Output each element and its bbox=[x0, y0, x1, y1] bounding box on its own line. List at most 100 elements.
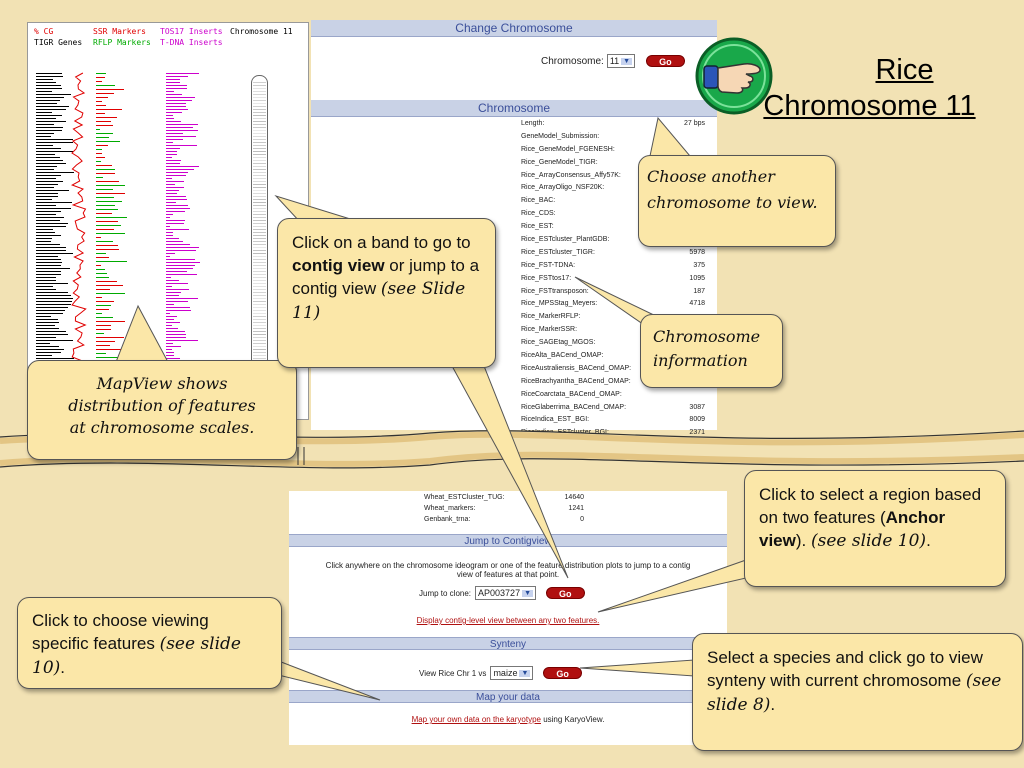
chromosome-band[interactable] bbox=[253, 193, 266, 194]
insert-bar[interactable] bbox=[166, 130, 198, 131]
tigr-gene-bar[interactable] bbox=[36, 184, 58, 185]
insert-bar[interactable] bbox=[166, 250, 197, 251]
insert-bar[interactable] bbox=[166, 325, 172, 326]
marker-bar[interactable] bbox=[96, 197, 114, 198]
chromosome-band[interactable] bbox=[253, 118, 266, 119]
tigr-gene-bar[interactable] bbox=[36, 208, 72, 209]
insert-bar[interactable] bbox=[166, 304, 175, 305]
chromosome-band[interactable] bbox=[253, 130, 266, 131]
insert-bar[interactable] bbox=[166, 175, 187, 176]
chromosome-band[interactable] bbox=[253, 100, 266, 101]
chromosome-band[interactable] bbox=[253, 238, 266, 239]
insert-bar[interactable] bbox=[166, 97, 195, 98]
tigr-gene-bar[interactable] bbox=[36, 355, 53, 356]
tigr-gene-bar[interactable] bbox=[36, 199, 52, 200]
pointing-hand-icon[interactable] bbox=[694, 36, 774, 116]
marker-bar[interactable] bbox=[96, 145, 108, 146]
chromosome-band[interactable] bbox=[253, 109, 266, 110]
chromosome-band[interactable] bbox=[253, 277, 266, 278]
insert-bar[interactable] bbox=[166, 151, 178, 152]
tigr-gene-bar[interactable] bbox=[36, 139, 73, 140]
insert-bar[interactable] bbox=[166, 142, 173, 143]
tigr-gene-bar[interactable] bbox=[36, 175, 61, 176]
chromosome-band[interactable] bbox=[253, 133, 266, 134]
marker-bar[interactable] bbox=[96, 165, 113, 166]
chromosome-band[interactable] bbox=[253, 82, 266, 83]
insert-bar[interactable] bbox=[166, 184, 175, 185]
tigr-gene-bar[interactable] bbox=[36, 304, 71, 305]
chromosome-band[interactable] bbox=[253, 94, 266, 95]
tigr-gene-bar[interactable] bbox=[36, 142, 74, 143]
marker-bar[interactable] bbox=[96, 85, 116, 86]
tigr-gene-bar[interactable] bbox=[36, 79, 53, 80]
insert-bar[interactable] bbox=[166, 280, 180, 281]
marker-bar[interactable] bbox=[96, 325, 112, 326]
insert-bar[interactable] bbox=[166, 172, 189, 173]
tigr-gene-bar[interactable] bbox=[36, 292, 69, 293]
tigr-gene-bar[interactable] bbox=[36, 253, 73, 254]
chromosome-band[interactable] bbox=[253, 154, 266, 155]
insert-bar[interactable] bbox=[166, 199, 188, 200]
tigr-gene-bar[interactable] bbox=[36, 244, 60, 245]
marker-bar[interactable] bbox=[96, 305, 112, 306]
chromosome-band[interactable] bbox=[253, 166, 266, 167]
marker-bar[interactable] bbox=[96, 125, 114, 126]
chromosome-band[interactable] bbox=[253, 97, 266, 98]
chromosome-band[interactable] bbox=[253, 328, 266, 329]
chromosome-band[interactable] bbox=[253, 265, 266, 266]
tigr-gene-bar[interactable] bbox=[36, 94, 72, 95]
chromosome-band[interactable] bbox=[253, 349, 266, 350]
insert-bar[interactable] bbox=[166, 103, 186, 104]
tigr-gene-bar[interactable] bbox=[36, 295, 71, 296]
insert-bar[interactable] bbox=[166, 307, 191, 308]
chromosome-band[interactable] bbox=[253, 85, 266, 86]
insert-bar[interactable] bbox=[166, 289, 189, 290]
insert-bar[interactable] bbox=[166, 349, 173, 350]
insert-bar[interactable] bbox=[166, 223, 184, 224]
tigr-gene-bar[interactable] bbox=[36, 172, 74, 173]
insert-bar[interactable] bbox=[166, 241, 183, 242]
tigr-gene-bar[interactable] bbox=[36, 337, 57, 338]
insert-bar[interactable] bbox=[166, 274, 198, 275]
chromosome-band[interactable] bbox=[253, 229, 266, 230]
tigr-gene-bar[interactable] bbox=[36, 313, 64, 314]
chromosome-band[interactable] bbox=[253, 187, 266, 188]
chromosome-band[interactable] bbox=[253, 337, 266, 338]
marker-bar[interactable] bbox=[96, 337, 124, 338]
insert-bar[interactable] bbox=[166, 208, 190, 209]
marker-bar[interactable] bbox=[96, 253, 106, 254]
chromosome-band[interactable] bbox=[253, 289, 266, 290]
insert-bar[interactable] bbox=[166, 334, 186, 335]
chromosome-band[interactable] bbox=[253, 232, 266, 233]
tigr-gene-bar[interactable] bbox=[36, 130, 62, 131]
chromosome-band[interactable] bbox=[253, 190, 266, 191]
chromosome-band[interactable] bbox=[253, 169, 266, 170]
chromosome-band[interactable] bbox=[253, 286, 266, 287]
insert-bar[interactable] bbox=[166, 247, 199, 248]
chromosome-band[interactable] bbox=[253, 307, 266, 308]
marker-bar[interactable] bbox=[96, 77, 105, 78]
chromosome-band[interactable] bbox=[253, 172, 266, 173]
marker-bar[interactable] bbox=[96, 285, 124, 286]
insert-bar[interactable] bbox=[166, 181, 184, 182]
insert-bar[interactable] bbox=[166, 271, 188, 272]
chromosome-band[interactable] bbox=[253, 214, 266, 215]
chromosome-band[interactable] bbox=[253, 199, 266, 200]
tigr-gene-bar[interactable] bbox=[36, 148, 61, 149]
marker-bar[interactable] bbox=[96, 141, 121, 142]
insert-bar[interactable] bbox=[166, 316, 178, 317]
chromosome-band[interactable] bbox=[253, 352, 266, 353]
insert-bar[interactable] bbox=[166, 319, 174, 320]
tigr-gene-bar[interactable] bbox=[36, 154, 55, 155]
chromosome-band[interactable] bbox=[253, 202, 266, 203]
marker-bar[interactable] bbox=[96, 309, 110, 310]
tigr-gene-bar[interactable] bbox=[36, 343, 51, 344]
jump-go-button[interactable]: Go bbox=[546, 587, 585, 599]
marker-bar[interactable] bbox=[96, 169, 116, 170]
tigr-gene-bar[interactable] bbox=[36, 265, 61, 266]
tigr-gene-bar[interactable] bbox=[36, 310, 66, 311]
insert-bar[interactable] bbox=[166, 187, 185, 188]
insert-bar[interactable] bbox=[166, 205, 188, 206]
marker-bar[interactable] bbox=[96, 269, 106, 270]
tigr-gene-bar[interactable] bbox=[36, 352, 61, 353]
